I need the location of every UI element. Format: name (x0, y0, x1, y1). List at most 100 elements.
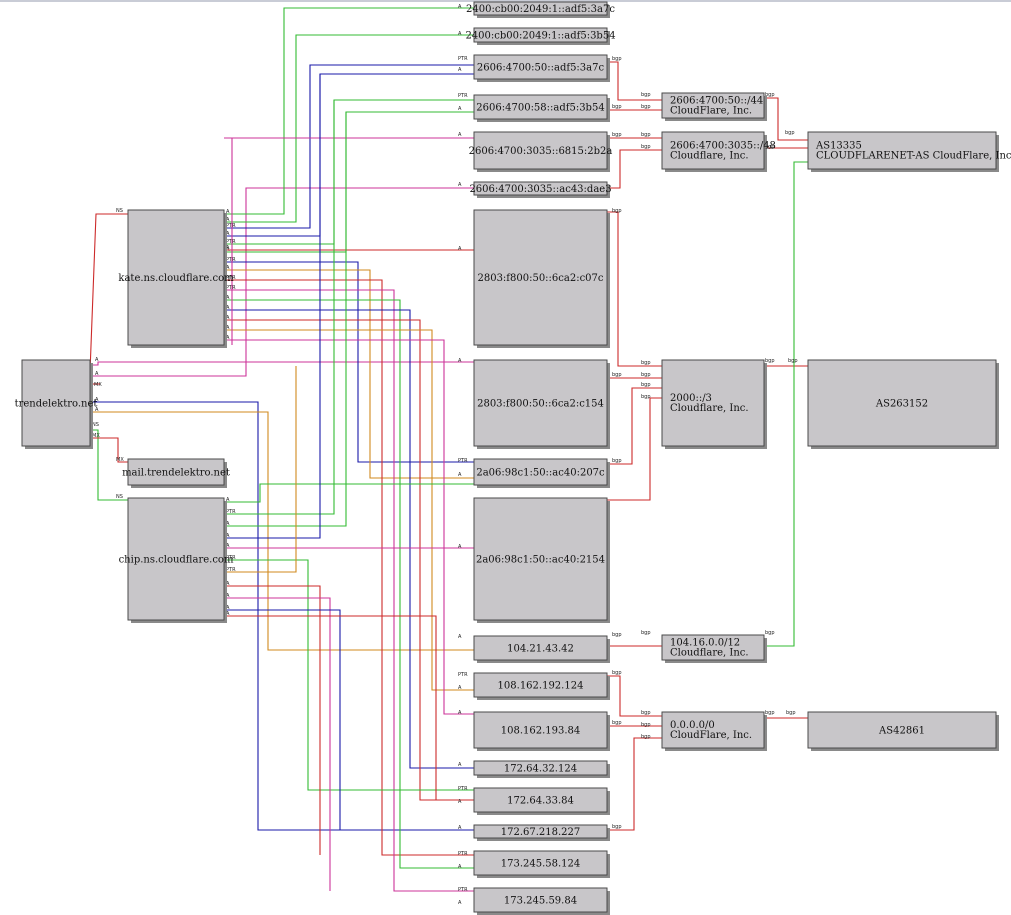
kate-edge (224, 261, 474, 463)
kate-edge-label: A (226, 217, 230, 223)
chip-edge-label: A (226, 581, 230, 587)
chip-edge-label: A (226, 593, 230, 599)
node-label: 173.245.58.124 (501, 859, 581, 870)
ip-edge-label: A (458, 710, 462, 716)
node-v4a: 104.21.43.42 (473, 635, 610, 663)
window-top-border (0, 0, 1011, 2)
node-v6e: 2606:4700:3035::6815:2b2a (469, 131, 613, 172)
chip-edge (224, 615, 437, 800)
chip-edge (224, 100, 335, 515)
bgp-label: bgp (612, 208, 622, 214)
node-label: 2606:4700:3035::/48 (670, 141, 776, 152)
node-box (661, 634, 765, 661)
bgp-edge (607, 737, 662, 831)
a-edge (90, 361, 474, 366)
node-trendelektro: trendelektro.net (15, 359, 98, 449)
bgp-label: bgp (641, 144, 651, 150)
bgp-label: bgp (612, 720, 622, 726)
ip-edge-label: A (458, 246, 462, 252)
node-label: 2400:cb00:2049:1::adf5:3b54 (465, 31, 615, 42)
node-label: 2606:4700:58::adf5:3b54 (476, 103, 604, 114)
bgp-label: bgp (612, 372, 622, 378)
node-label: CloudFlare, Inc. (670, 106, 752, 117)
node-box (127, 497, 225, 621)
ns-label: NS (92, 422, 99, 428)
bgp-edge (607, 675, 662, 717)
chip-edge-label: A (226, 533, 230, 539)
bgp-label: bgp (765, 710, 775, 716)
node-v6h: 2803:f800:50::6ca2:c154 (473, 359, 610, 449)
node-v4b: 108.162.192.124 (473, 672, 610, 700)
chip-edge-label: A (226, 497, 230, 503)
node-label: trendelektro.net (15, 399, 98, 410)
bgp-label: bgp (786, 710, 796, 716)
node-v6g: 2803:f800:50::6ca2:c07c (473, 209, 610, 348)
node-as3: AS42861 (807, 711, 999, 751)
node-label: 172.67.218.227 (501, 827, 581, 838)
bgp-edge (607, 211, 662, 367)
node-v6a: 2400:cb00:2049:1::adf5:3a7c (466, 1, 615, 18)
node-box (473, 1, 608, 16)
ip-edge-label: A (458, 182, 462, 188)
kate-edge-label: A (226, 209, 230, 215)
kate-edge-label: PTR (226, 239, 236, 245)
node-box (473, 824, 608, 839)
node-box (473, 209, 608, 346)
bgp-label: bgp (641, 360, 651, 366)
ns-edge-chip (90, 429, 128, 501)
node-box (473, 497, 608, 621)
node-v6c: 2606:4700:50::adf5:3a7c (473, 54, 610, 82)
ip-edge-label: PTR (458, 56, 468, 62)
ip-edge-label: PTR (458, 458, 468, 464)
mx-label: MX (116, 457, 124, 463)
chip-edge (224, 559, 474, 791)
node-box (473, 787, 608, 813)
ns-label: NS (116, 208, 123, 214)
node-label: 2803:f800:50::6ca2:c154 (477, 399, 604, 410)
ip-edge-label: A (458, 825, 462, 831)
node-box (127, 209, 225, 346)
bgp-edge (607, 387, 662, 465)
kate-edge-label: A (226, 245, 230, 251)
mx-label: MX (92, 433, 100, 439)
kate-edge (224, 7, 474, 215)
bgp-edge (607, 397, 662, 501)
node-label: CLOUDFLARENET-AS CloudFlare, Inc. (816, 151, 1011, 162)
bgp-edge (607, 61, 662, 101)
node-box (661, 711, 765, 749)
chip-edge (224, 597, 331, 891)
a-label: A (95, 397, 99, 403)
bgp-label: bgp (612, 670, 622, 676)
edges-layer: NSNSNSMXMXMXAAAAAAPTRAPTRAPTRAPTRPTRAAAA… (89, 4, 808, 906)
bgp-label: bgp (612, 56, 622, 62)
node-v6f: 2606:4700:3035::ac43:dae3 (469, 181, 612, 198)
chip-edge (224, 366, 297, 573)
kate-edge (224, 269, 474, 479)
ip-edge-label: A (458, 358, 462, 364)
node-label: 2606:4700:3035::6815:2b2a (469, 146, 613, 157)
node-label: 173.245.59.84 (504, 896, 577, 907)
kate-edge-label: A (226, 315, 230, 321)
node-label: 2000::/3 (670, 393, 712, 404)
node-box (473, 54, 608, 80)
node-box (473, 94, 608, 120)
node-v6d: 2606:4700:58::adf5:3b54 (473, 94, 610, 122)
node-label: Cloudflare, Inc. (670, 403, 749, 414)
bgp-label: bgp (641, 722, 651, 728)
kate-edge (224, 299, 474, 869)
node-box (473, 760, 608, 776)
node-label: 2606:4700:50::adf5:3a7c (477, 63, 605, 74)
kate-edge-label: A (226, 231, 230, 237)
kate-edge (224, 73, 474, 237)
node-label: 2a06:98c1:50::ac40:2154 (476, 555, 605, 566)
ip-edge-label: PTR (458, 887, 468, 893)
kate-edge (224, 289, 474, 892)
node-box (127, 458, 225, 486)
chip-edge-label: A (226, 605, 230, 611)
kate-edge-label: PTR (226, 223, 236, 229)
node-box (473, 711, 608, 749)
ip-edge-label: A (458, 864, 462, 870)
bgp-label: bgp (765, 144, 775, 150)
